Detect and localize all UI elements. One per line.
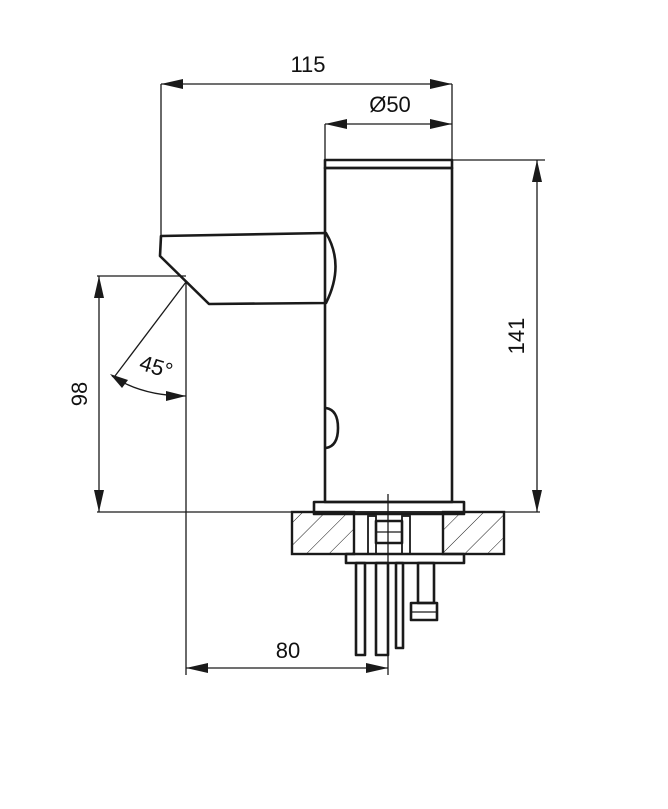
countertop-section-left xyxy=(290,510,356,556)
sensor-window xyxy=(325,406,340,450)
spout-angle-line xyxy=(114,281,187,377)
dimension-diameter-body: Ø50 xyxy=(325,92,452,129)
dimension-label: 80 xyxy=(276,638,300,663)
dimension-label: Ø50 xyxy=(369,92,411,117)
arrowhead xyxy=(94,276,104,298)
dimension-height-spout: 98 xyxy=(67,276,104,512)
dimension-height-total: 141 xyxy=(504,160,542,512)
arrowhead xyxy=(161,79,183,89)
arrowhead xyxy=(166,391,186,401)
supply-pipe-small xyxy=(394,561,405,650)
dimension-label: 115 xyxy=(290,52,325,77)
spout xyxy=(158,231,337,306)
arrowhead xyxy=(366,663,388,673)
dimension-width-overall: 115 xyxy=(161,52,452,89)
dimension-label: 98 xyxy=(67,382,92,406)
arrowhead xyxy=(110,374,128,388)
body-cylinder xyxy=(323,166,454,504)
dimension-reach: 80 xyxy=(186,638,388,673)
faucet-body xyxy=(323,158,454,504)
dimension-spout-angle: 45° xyxy=(110,350,187,401)
supply-pipe-center xyxy=(374,561,390,657)
arrowhead xyxy=(532,490,542,512)
arrowhead xyxy=(186,663,208,673)
arrowhead xyxy=(325,119,347,129)
reference-lines xyxy=(97,84,545,675)
countertop-section-right xyxy=(441,510,506,556)
arrowhead xyxy=(430,119,452,129)
dimension-label: 141 xyxy=(504,318,529,355)
dimension-label: 45° xyxy=(137,350,176,384)
base-flange xyxy=(312,500,466,516)
arrowhead xyxy=(94,490,104,512)
side-connector-body xyxy=(416,561,436,605)
arrowhead xyxy=(430,79,452,89)
bottom-plate xyxy=(344,552,466,565)
arrowhead xyxy=(532,160,542,182)
mounting-base xyxy=(290,500,506,657)
supply-pipe-left xyxy=(354,561,367,657)
